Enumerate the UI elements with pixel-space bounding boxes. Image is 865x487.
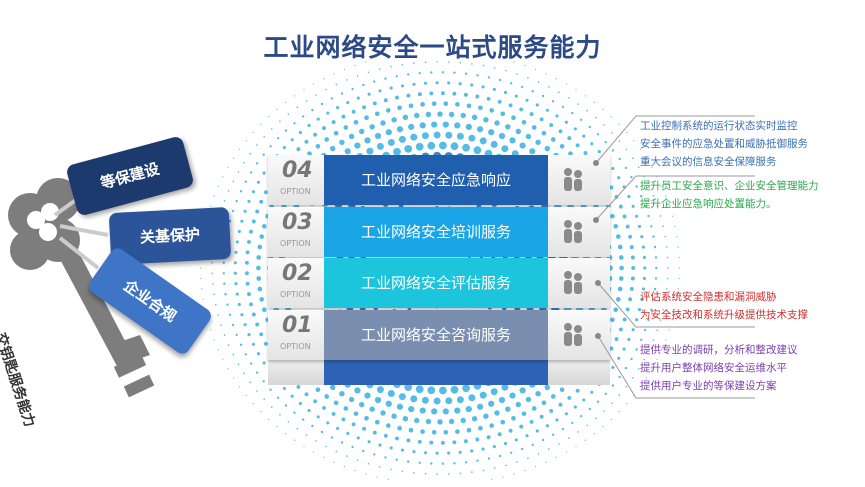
stack-base [268, 360, 610, 385]
option-number: 01 [282, 313, 313, 338]
option-caption: OPTION [280, 290, 311, 299]
option-number: 03 [282, 210, 313, 235]
description-block: 提供专业的调研，分析和整改建议提升用户整体网络安全运维水平提供用户专业的等保建设… [640, 341, 798, 395]
description-line: 提升企业应急响应处置能力。 [640, 198, 777, 210]
option-caption: OPTION [280, 342, 311, 351]
description-line: 评估系统安全隐患和漏洞威胁 [640, 291, 777, 303]
description-block: 评估系统安全隐患和漏洞威胁为安全技改和系统升级提供技术支撑 [640, 288, 808, 324]
description-line: 提升员工安全意识、企业安全管理能力 [640, 180, 819, 192]
assessment-person-icon [564, 271, 582, 294]
description-block: 提升员工安全意识、企业安全管理能力提升企业应急响应处置能力。 [640, 177, 819, 213]
description-line: 提供用户专业的等保建设方案 [640, 380, 777, 392]
option-label: 工业网络安全培训服务 [324, 207, 548, 257]
description-line: 提升用户整体网络安全运维水平 [640, 362, 787, 374]
description-line: 安全事件的应急处置和威胁抵御服务 [640, 138, 808, 150]
option-row-02: 02 OPTION 工业网络安全评估服务 [268, 258, 610, 308]
option-row-04: 04 OPTION 工业网络安全应急响应 [268, 155, 610, 205]
description-line: 工业控制系统的运行状态实时监控 [640, 120, 798, 132]
training-presentation-icon [564, 220, 582, 243]
option-number: 02 [282, 261, 313, 286]
option-row-03: 03 OPTION 工业网络安全培训服务 [268, 207, 610, 257]
option-label: 工业网络安全应急响应 [324, 155, 548, 205]
option-label: 工业网络安全咨询服务 [324, 310, 548, 360]
page-title: 工业网络安全一站式服务能力 [263, 33, 602, 62]
team-meeting-icon [564, 168, 582, 191]
description-line: 为安全技改和系统升级提供技术支撑 [640, 309, 808, 321]
option-row-01: 01 OPTION 工业网络安全咨询服务 [268, 310, 610, 360]
option-label: 工业网络安全评估服务 [324, 258, 548, 308]
option-number: 04 [282, 158, 313, 183]
description-line: 重大会议的信息安全保障服务 [640, 156, 777, 168]
description-block: 工业控制系统的运行状态实时监控安全事件的应急处置和威胁抵御服务重大会议的信息安全… [640, 117, 808, 171]
option-caption: OPTION [280, 239, 311, 248]
consulting-chat-icon [564, 323, 582, 346]
option-caption: OPTION [280, 187, 311, 196]
description-line: 提供专业的调研，分析和整改建议 [640, 344, 798, 356]
